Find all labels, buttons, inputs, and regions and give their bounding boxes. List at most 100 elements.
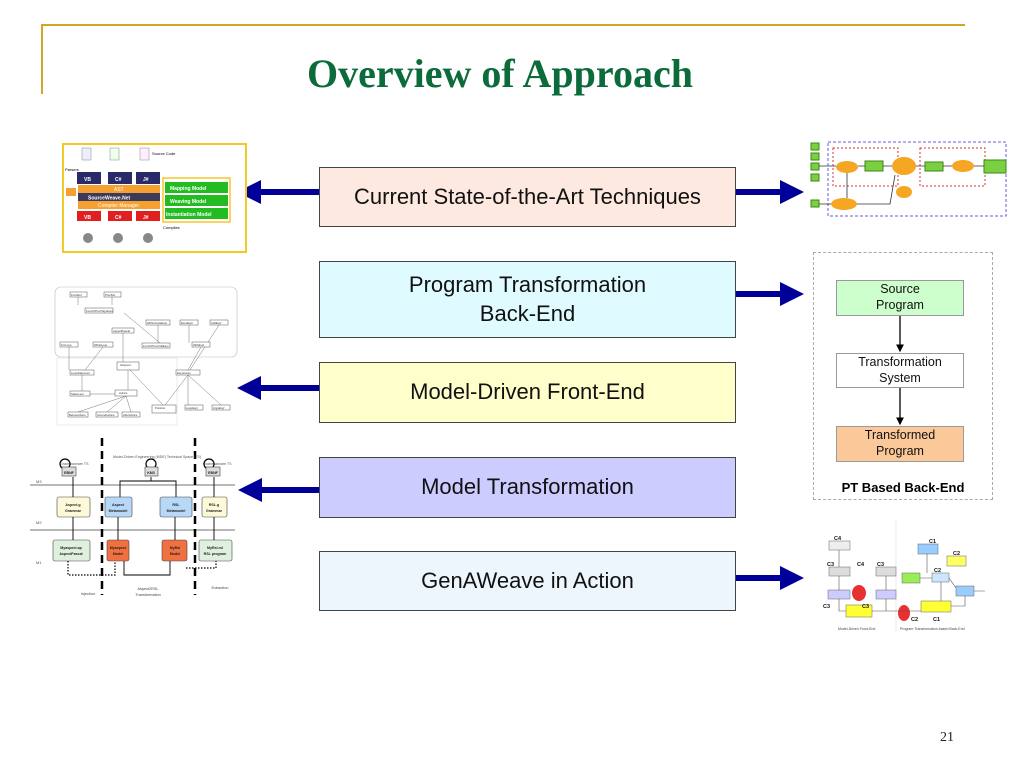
diagram-label: EBNF [64, 471, 75, 475]
document-icon [81, 147, 92, 161]
diagram-shape [896, 186, 912, 198]
diagram-label: RSL program [204, 552, 227, 556]
diagram-label: C# [115, 215, 122, 221]
diagram-shape [819, 165, 984, 205]
diagram-shape [205, 466, 221, 477]
diagram-shape [810, 173, 820, 182]
diagram-shape [111, 327, 135, 334]
diagram-shape [920, 600, 952, 613]
diagram-label: MyRsl [170, 546, 181, 550]
diagram-shape [108, 172, 132, 184]
diagram-shape [165, 182, 228, 193]
diagram-shape [875, 589, 897, 600]
diagram-label: CallExpr [211, 321, 222, 325]
diagram-label: Compiles [163, 225, 180, 230]
box-model-transformation: Model Transformation [319, 457, 736, 518]
diagram-shape [59, 341, 79, 348]
diagram-shape [69, 390, 91, 397]
diagram-label: WithinCodeExpr [147, 321, 167, 325]
sourceweave-thumbnail: Source Code Parsers VB C# J# AST SourceW… [62, 143, 247, 253]
diagram-label: Source Code [152, 151, 176, 156]
gear-icon [113, 233, 123, 243]
diagram-label: FuncDef [71, 293, 82, 297]
diagram-label: Mapping Model [170, 186, 207, 192]
title-rule-horizontal [42, 24, 965, 26]
label: Transformation [858, 354, 942, 369]
diagram-shape [946, 555, 967, 567]
diagram-label: Advice [119, 391, 128, 395]
diagram-shape [191, 341, 211, 348]
diagram-label: C4 [857, 562, 865, 568]
label: Source [880, 282, 920, 297]
diagram-shape [95, 411, 119, 418]
diagram-label: VB [84, 215, 91, 221]
diagram-shape [162, 177, 231, 223]
diagram-label: C3 [823, 604, 830, 610]
diagram-label: ForLoop [61, 343, 72, 347]
diagram-label: LoopExpr [186, 406, 198, 410]
diagram-label: FuncOrProcCallExpr [143, 344, 169, 348]
diagram-shape [175, 369, 201, 376]
diagram-shape [901, 572, 921, 584]
gear-icon [143, 233, 153, 243]
box-current-techniques: Current State-of-the-Art Techniques [319, 167, 736, 227]
diagram-shape [68, 297, 222, 413]
diagram-label: J# [143, 177, 149, 183]
diagram-shape [201, 496, 228, 518]
diagram-label: MyRsl.rsl [207, 546, 223, 550]
title-rule-vertical [41, 24, 43, 94]
box-model-driven-front-end: Model-Driven Front-End [319, 362, 736, 423]
diagram-label: Metamodel [109, 509, 128, 513]
diagram-label: AroundAdvice [97, 413, 115, 417]
label: Transformed [864, 428, 936, 443]
box-label: Model-Driven Front-End [410, 379, 645, 405]
diagram-shape [106, 539, 130, 562]
diagram-shape [810, 152, 820, 161]
diagram-label: C1 [929, 539, 936, 545]
diagram-label: AspectPascal [59, 552, 82, 556]
diagram-shape [66, 188, 76, 196]
diagram-label: Grammar [65, 509, 82, 513]
diagram-shape [144, 466, 159, 477]
diagram-shape [103, 291, 122, 298]
diagram-label: C# [115, 177, 122, 183]
diagram-label: EBNF [208, 471, 219, 475]
diagram-shape [145, 319, 171, 326]
diagram-shape [61, 466, 77, 477]
pt-backend-caption: PT Based Back-End [841, 480, 965, 495]
database-icon [898, 605, 910, 621]
diagram-shape [931, 572, 950, 583]
diagram-shape [828, 566, 851, 577]
diagram-label: Model [113, 552, 123, 556]
diagram-shape [810, 142, 820, 151]
diagram-shape [211, 404, 231, 411]
diagram-shape [67, 411, 89, 418]
box-label: Model Transformation [421, 474, 634, 500]
diagram-shape [184, 404, 204, 411]
document-icon [109, 147, 120, 161]
diagram-shape [209, 319, 229, 326]
diagram-shape [983, 159, 1007, 174]
diagram-label: Compiler Manager [98, 203, 139, 209]
diagram-shape [52, 539, 91, 562]
diagram-shape [52, 466, 233, 562]
diagram-label: ExecExpr [181, 321, 193, 325]
diagram-shape [108, 211, 132, 221]
diagram-shape [78, 193, 160, 201]
diagram-shape [136, 211, 160, 221]
diagram-label: KM3 [147, 471, 155, 475]
aspect-compiler-thumbnail [810, 141, 1007, 217]
diagram-shape [810, 162, 820, 171]
diagram-shape [810, 199, 820, 208]
diagram-label: Grammarware TS [60, 462, 89, 466]
diagram-shape: C4 C3 C4 C3 C3 C3 C1 C2 C2 C2 C1 [823, 536, 960, 623]
diagram-label: C4 [834, 536, 842, 542]
diagram-label: M2 [36, 520, 42, 525]
box-label-line2: Back-End [479, 300, 576, 326]
